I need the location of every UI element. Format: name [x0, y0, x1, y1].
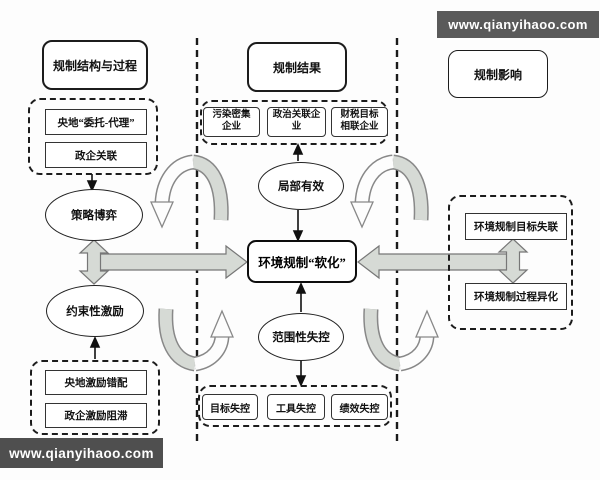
thin-connector-arrows	[86, 143, 307, 387]
curved-flow-arrow-bottom-right	[371, 309, 438, 364]
box-performance-out-of-control: 绩效失控	[331, 394, 388, 420]
watermark-bar-top-right: www.qianyihaoo.com	[437, 11, 599, 38]
gray-horizontal-arrows	[93, 244, 514, 280]
ellipse-partially-effective: 局部有效	[258, 162, 344, 210]
box-gov-enterprise-relation: 政企关联	[45, 142, 147, 168]
curved-flow-arrow-top-right	[351, 162, 421, 227]
box-central-local-incentive-mismatch: 央地激励错配	[45, 370, 147, 395]
group-failure-types	[198, 385, 392, 427]
arrow-down-icon	[295, 375, 307, 387]
zone-divider-dashed-lines	[195, 38, 399, 445]
header-regulation-structure-process: 规制结构与过程	[42, 40, 148, 90]
group-structure-relations	[28, 98, 158, 175]
box-gov-enterprise-incentive-blockage: 政企激励阻滞	[45, 403, 147, 428]
arrow-up-icon	[292, 143, 304, 155]
header-regulation-result: 规制结果	[247, 42, 347, 92]
double-arrow-vertical-icon	[78, 239, 110, 285]
arrow-down-icon	[292, 230, 304, 242]
box-tool-out-of-control: 工具失控	[267, 394, 325, 420]
arrow-right-icon	[93, 244, 248, 280]
arrow-left-icon	[357, 244, 514, 280]
curved-flow-arrow-top-left	[151, 162, 221, 227]
box-environmental-regulation-softening: 环境规制“软化”	[247, 240, 357, 283]
box-central-local-principal-agent: 央地“委托-代理”	[45, 109, 147, 135]
ellipse-scope-out-of-control: 范围性失控	[258, 313, 344, 361]
arrow-up-icon	[295, 282, 307, 294]
box-pollution-intensive-enterprise: 污染密集企业	[203, 107, 260, 137]
group-regulation-impact	[448, 195, 573, 330]
watermark-bar-bottom-left: www.qianyihaoo.com	[0, 438, 163, 468]
box-fiscal-target-linked-enterprise: 财税目标相联企业	[331, 107, 388, 137]
box-goal-out-of-control: 目标失控	[202, 394, 258, 420]
ellipse-strategic-game: 策略博弈	[45, 189, 143, 241]
header-regulation-impact: 规制影响	[448, 50, 548, 98]
arrow-up-icon	[89, 336, 101, 348]
ellipse-constraint-incentive: 约束性激励	[46, 285, 144, 337]
box-regulation-process-alienation: 环境规制过程异化	[465, 283, 567, 310]
group-incentive-problems	[30, 360, 160, 435]
box-regulation-goal-disconnect: 环境规制目标失联	[465, 213, 567, 240]
arrow-down-icon	[86, 180, 98, 192]
box-politically-connected-enterprise: 政治关联企业	[267, 107, 326, 137]
curved-flow-arrow-bottom-left	[166, 309, 233, 364]
